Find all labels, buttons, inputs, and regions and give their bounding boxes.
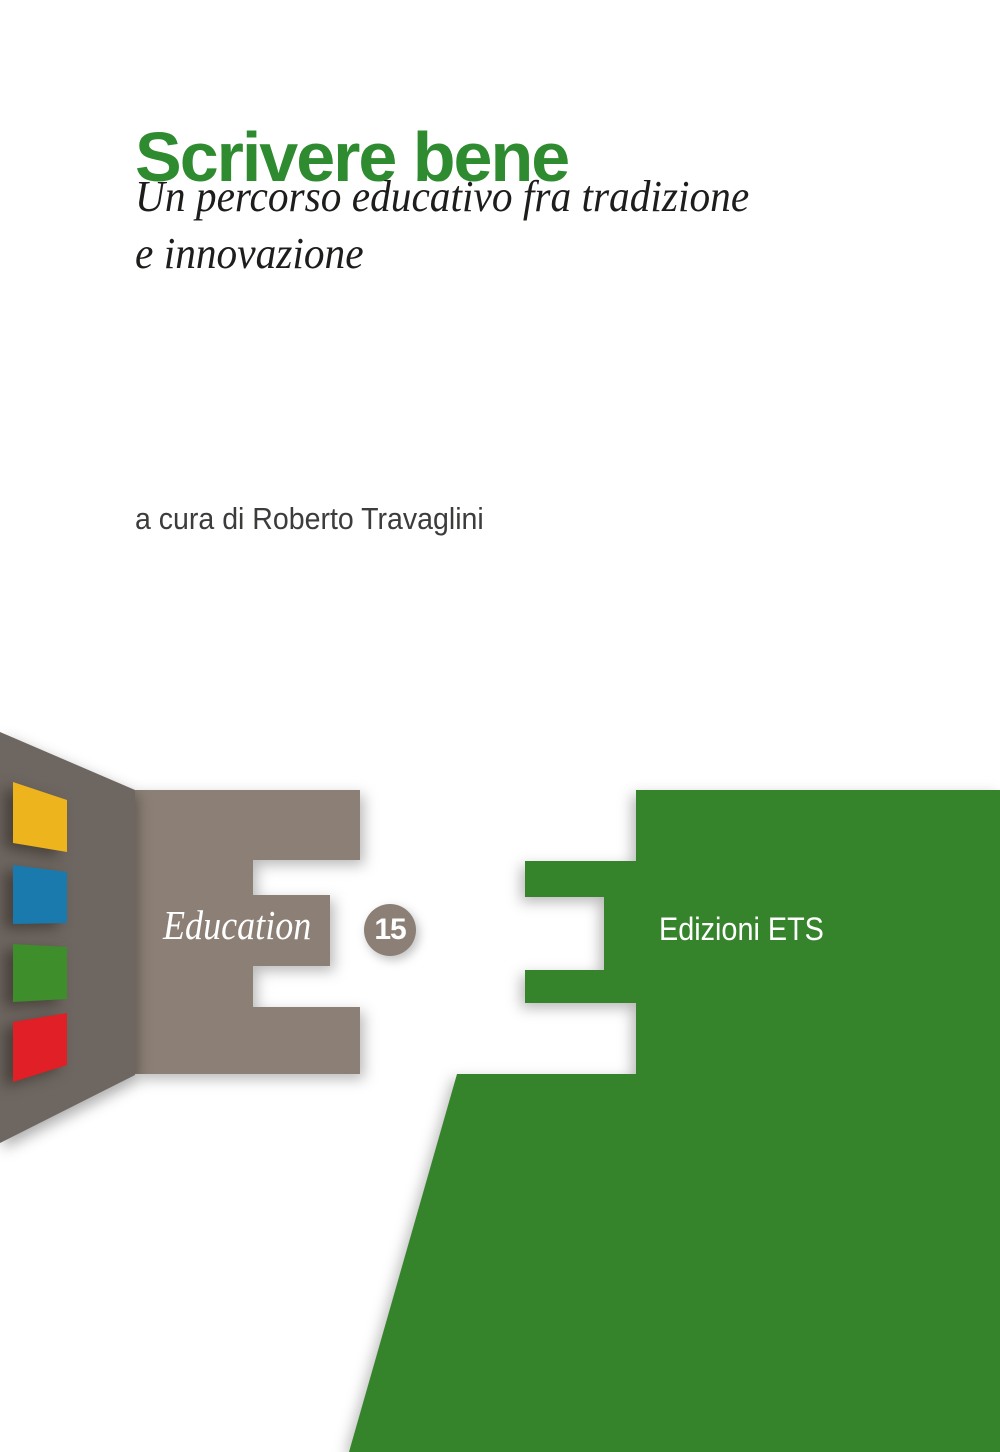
book-subtitle: Un percorso educativo fra tradizione e i… (135, 168, 749, 282)
book-title: Scrivere bene (135, 117, 570, 196)
green-e-block (349, 790, 1000, 1452)
blue-square-icon (13, 865, 67, 924)
spine-sticker-yellow (13, 782, 67, 852)
gray-e-block (135, 790, 360, 1074)
yellow-square-icon (13, 782, 67, 852)
spine-sticker-red (13, 1013, 67, 1082)
series-number-badge: 15 (364, 904, 416, 956)
series-number: 15 (374, 913, 406, 946)
spine-sticker-blue (13, 865, 67, 924)
series-name: Education (163, 902, 312, 948)
book-subtitle-line2: e innovazione (135, 229, 364, 278)
ets-logo-green-e-shape (349, 790, 1000, 1452)
spine-sticker-green (13, 944, 67, 1002)
ets-logo-gray-e-shape (135, 790, 360, 1074)
green-square-icon (13, 944, 67, 1002)
book-subtitle-line1: Un percorso educativo fra tradizione (135, 172, 750, 221)
publisher-name: Edizioni ETS (659, 911, 824, 947)
author-credit: a cura di Roberto Travaglini (135, 501, 484, 536)
red-square-icon (13, 1013, 67, 1082)
